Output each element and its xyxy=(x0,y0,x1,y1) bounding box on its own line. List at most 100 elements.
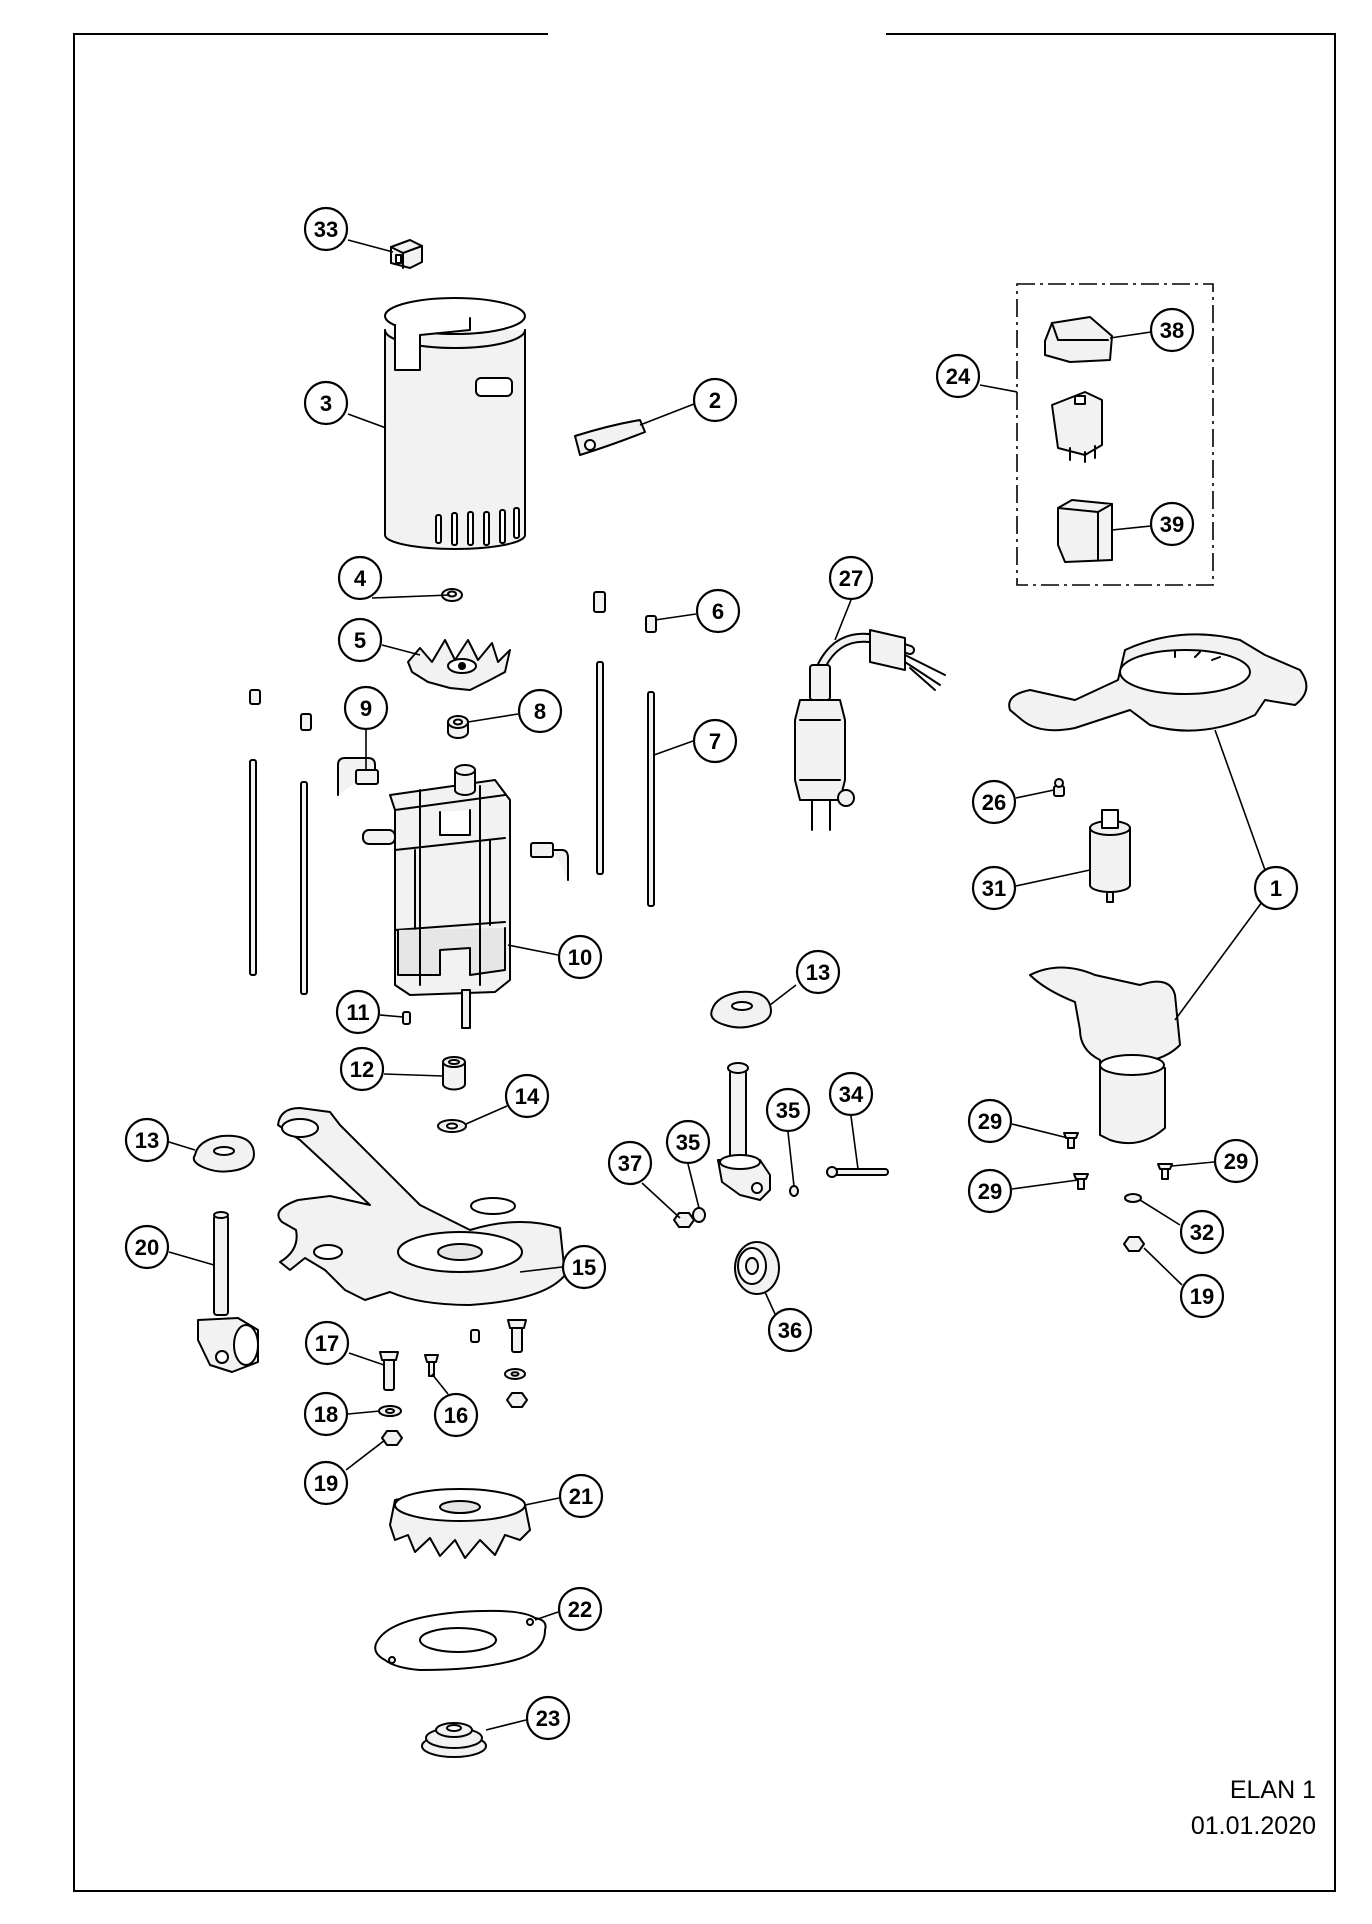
leader-line xyxy=(507,944,559,956)
tie-rods xyxy=(249,661,655,995)
callout-number: 2 xyxy=(709,388,721,413)
callout-number: 20 xyxy=(135,1235,159,1260)
callout-number: 37 xyxy=(618,1151,642,1176)
leader-line xyxy=(519,1266,563,1273)
callout-circle xyxy=(971,865,1017,911)
callout-circle xyxy=(967,1168,1013,1214)
callout-number: 34 xyxy=(839,1082,864,1107)
callout-circle xyxy=(1253,865,1299,911)
leader-line xyxy=(834,599,852,641)
callout-8: 8 xyxy=(517,688,563,734)
drawing-date-label: 01.01.2020 xyxy=(1190,1812,1316,1840)
callout-circle xyxy=(765,1087,811,1133)
carbon-brush-part-2 xyxy=(530,842,569,881)
wheel-fork-part xyxy=(673,1062,889,1228)
callout-26: 26 xyxy=(971,779,1017,825)
leader-line xyxy=(1171,1161,1215,1167)
callout-2: 2 xyxy=(692,377,738,423)
callout-number: 29 xyxy=(1224,1149,1248,1174)
capacitor-part xyxy=(1089,809,1131,903)
callout-13: 13 xyxy=(795,949,841,995)
callout-circle xyxy=(692,718,738,764)
cable-clip-part xyxy=(390,239,423,269)
leader-line xyxy=(653,740,694,756)
leader-line xyxy=(639,403,695,426)
leader-line xyxy=(524,1497,560,1506)
star-knob-part-2 xyxy=(192,1134,255,1173)
callout-18: 18 xyxy=(303,1391,349,1437)
callout-35: 35 xyxy=(765,1087,811,1133)
callout-circle xyxy=(337,555,383,601)
leader-line xyxy=(381,644,421,656)
callout-circle xyxy=(124,1117,170,1163)
callout-number: 29 xyxy=(978,1179,1002,1204)
callout-circle xyxy=(828,1071,874,1117)
callout-38: 38 xyxy=(1149,307,1195,353)
callout-circle xyxy=(124,1224,170,1270)
callout-circle xyxy=(695,588,741,634)
callout-number: 12 xyxy=(350,1057,374,1082)
small-screw-part xyxy=(1053,778,1065,797)
leader-line xyxy=(431,1373,449,1395)
callout-number: 27 xyxy=(839,566,863,591)
callout-circle xyxy=(1149,501,1195,547)
callout-number: 29 xyxy=(978,1109,1002,1134)
callout-circle xyxy=(303,206,349,252)
callout-number: 17 xyxy=(315,1331,339,1356)
callout-33: 33 xyxy=(303,206,349,252)
base-frame-part xyxy=(277,1107,566,1306)
callout-circle xyxy=(517,688,563,734)
callout-number: 13 xyxy=(135,1128,159,1153)
callout-6: 6 xyxy=(695,588,741,634)
callout-number: 24 xyxy=(946,364,971,389)
leader-line xyxy=(1011,1123,1069,1139)
callout-number: 18 xyxy=(314,1402,338,1427)
callout-14: 14 xyxy=(504,1073,550,1119)
callout-circle xyxy=(557,1586,603,1632)
callout-circle xyxy=(558,1473,604,1519)
callout-3: 3 xyxy=(303,380,349,426)
callout-number: 19 xyxy=(314,1471,338,1496)
lower-fan-part xyxy=(389,1488,531,1559)
rod-caps xyxy=(249,591,657,731)
callout-39: 39 xyxy=(1149,501,1195,547)
callout-34: 34 xyxy=(828,1071,874,1117)
callout-36: 36 xyxy=(767,1307,813,1353)
motor-part xyxy=(362,764,511,1029)
callout-31: 31 xyxy=(971,865,1017,911)
callout-circle xyxy=(767,1307,813,1353)
leader-line xyxy=(465,1105,508,1125)
leader-line xyxy=(979,384,1018,393)
callout-number: 19 xyxy=(1190,1284,1214,1309)
callout-circle xyxy=(433,1392,479,1438)
callout-circle xyxy=(1213,1138,1259,1184)
fasteners-right xyxy=(1063,1132,1173,1252)
leader-line xyxy=(1214,729,1266,871)
callout-12: 12 xyxy=(339,1046,385,1092)
callout-27: 27 xyxy=(828,555,874,601)
callout-19: 19 xyxy=(1179,1273,1225,1319)
callout-circle xyxy=(504,1073,550,1119)
callout-37: 37 xyxy=(607,1140,653,1186)
top-cover-part xyxy=(1008,633,1308,732)
switch-cover-part xyxy=(1044,316,1113,363)
leader-line xyxy=(1015,869,1091,887)
rocker-switch-part xyxy=(1051,391,1103,463)
leader-line xyxy=(371,594,451,599)
callout-number: 11 xyxy=(346,1000,369,1025)
callout-circle xyxy=(795,949,841,995)
callout-21: 21 xyxy=(558,1473,604,1519)
callout-15: 15 xyxy=(561,1244,607,1290)
callout-29: 29 xyxy=(967,1098,1013,1144)
leader-line xyxy=(534,1611,559,1621)
callout-10: 10 xyxy=(557,934,603,980)
callout-number: 39 xyxy=(1160,512,1184,537)
callout-number: 16 xyxy=(444,1403,468,1428)
leader-line xyxy=(1011,1179,1079,1190)
callout-number: 21 xyxy=(569,1484,593,1509)
callout-number: 14 xyxy=(515,1084,540,1109)
callout-number: 9 xyxy=(360,696,372,721)
callout-circle xyxy=(1179,1273,1225,1319)
